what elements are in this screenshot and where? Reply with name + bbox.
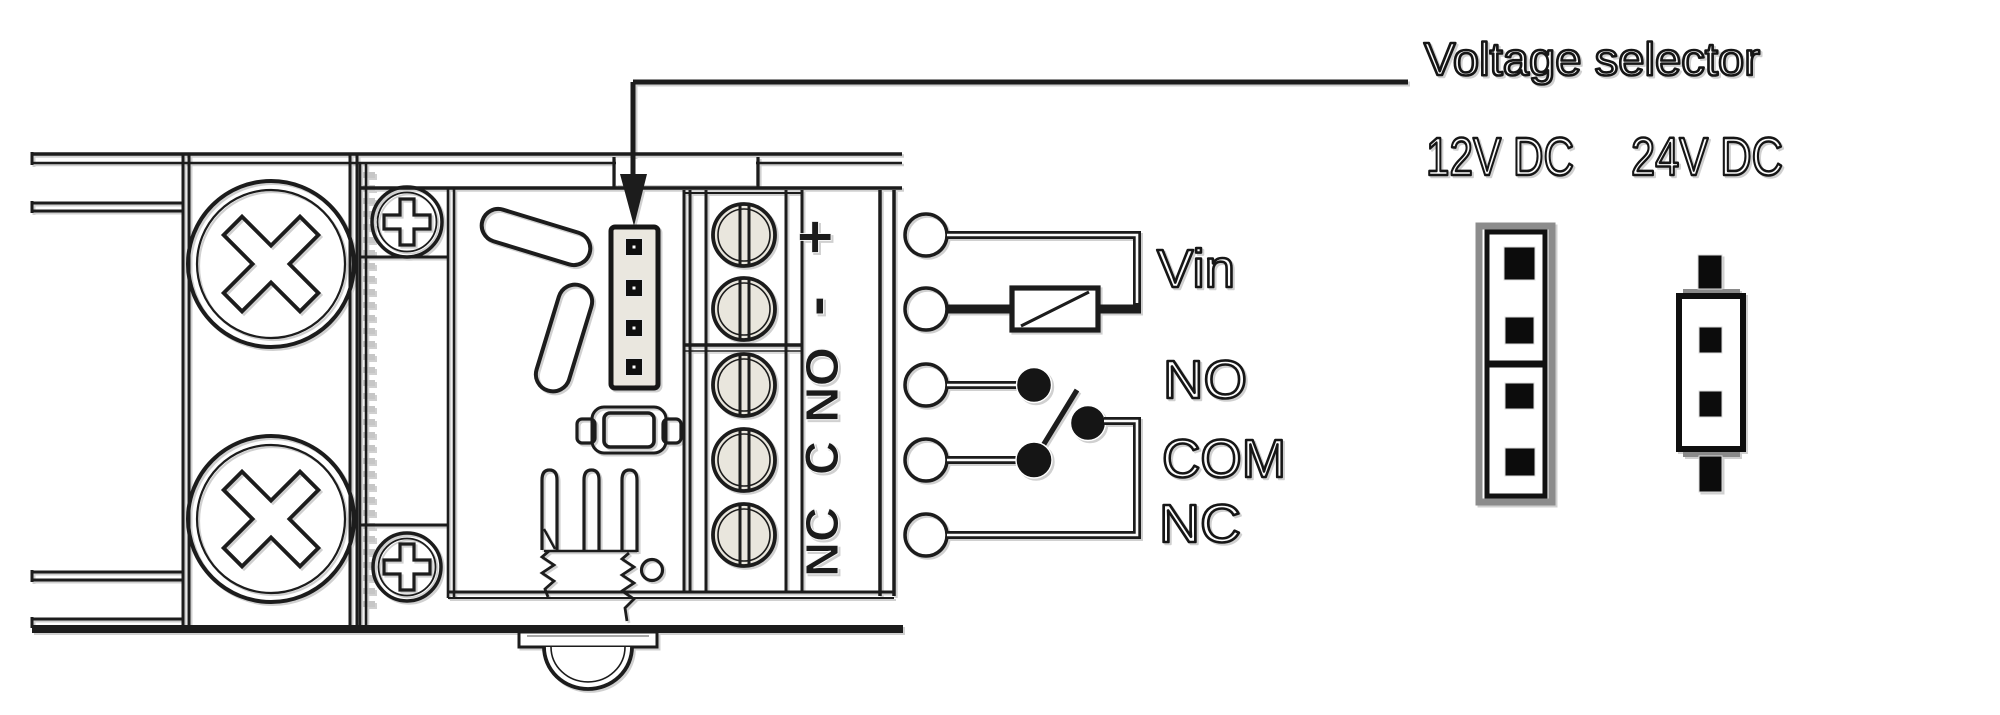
jumper-12v-pin-3: [1504, 382, 1535, 410]
jumper-option-12v: 12V DC: [1425, 126, 1575, 506]
din-rail: [30, 152, 903, 633]
terminal-screw-1: [711, 202, 777, 268]
jumper-24v-pin-3: [1698, 390, 1723, 418]
callout-leader-line: [630, 79, 1408, 176]
jumper-24v-pin-2: [1698, 326, 1723, 354]
jumper-12v-pin-4: [1504, 447, 1536, 477]
label-24v-dc: 24V DC: [1631, 127, 1783, 187]
terminal-screw-4: [711, 427, 777, 493]
screw-large-bottom-icon: [186, 434, 356, 604]
nc-label: NC: [1159, 494, 1241, 554]
label-12v-dc: 12V DC: [1426, 127, 1574, 187]
fuse-component: [575, 405, 683, 455]
heatsink-fork: [539, 468, 665, 622]
pcb-components: [479, 206, 683, 622]
terminal-block: + - NO C NC: [682, 190, 851, 592]
terminal-label-nc: NC: [796, 507, 848, 577]
terminal-screws: [711, 202, 777, 568]
mounting-panel: [181, 154, 359, 630]
relay-com-branch: [947, 388, 1107, 479]
wire-terminal-1: [903, 212, 949, 258]
wire-terminal-5: [903, 512, 949, 558]
terminal-screw-2: [711, 276, 777, 342]
terminal-screw-3: [711, 352, 777, 418]
terminal-label-c: C: [795, 441, 848, 475]
vin-label: Vin: [1157, 239, 1235, 299]
din-clip: [517, 630, 659, 691]
wire-terminal-3: [903, 362, 949, 408]
protection-box-icon: [1009, 285, 1101, 333]
jumper-24v-pin-1: [1697, 254, 1723, 290]
voltage-selector-label: Voltage selector: [1424, 33, 1760, 85]
screw-phillips-bottom-icon: [371, 531, 443, 603]
wire-terminal-4: [903, 437, 949, 483]
screw-phillips-top-icon: [370, 185, 444, 259]
nc-contact-dot: [1069, 404, 1107, 442]
no-contact-dot: [1015, 366, 1053, 404]
pcb-pill-2: [533, 282, 595, 394]
screw-large-top-icon: [186, 179, 356, 349]
terminal-label-minus: -: [781, 296, 850, 317]
wire-terminal-2: [903, 286, 949, 332]
terminal-label-no: NO: [796, 347, 848, 423]
jumper-12v-pin-1: [1503, 246, 1536, 281]
terminal-screw-5: [711, 502, 777, 568]
jumper-24v-cap: [1676, 293, 1746, 452]
jumper-12v-pin-2: [1504, 316, 1535, 345]
device-body: [358, 157, 902, 630]
wire-terminals: [903, 212, 949, 558]
terminal-labels: + - NO C NC: [781, 218, 851, 577]
pcb-pill-1: [479, 206, 593, 268]
com-contact-dot: [1015, 441, 1053, 479]
voltage-selector-header: [608, 224, 661, 391]
wiring-schematic: Vin NO COM NC: [947, 231, 1287, 555]
com-label: COM: [1162, 429, 1286, 489]
relay-no-branch: [947, 366, 1053, 404]
terminal-label-plus: +: [781, 219, 850, 255]
callout-arrow-icon: [620, 174, 647, 226]
nc-wire: [947, 417, 1141, 539]
voltage-selector-callout: Voltage selector: [620, 32, 1761, 226]
vin-wire: [947, 231, 1141, 314]
jumper-24v-pin-4: [1698, 455, 1723, 493]
jumper-option-24v: 24V DC: [1630, 126, 1784, 493]
no-label: NO: [1163, 350, 1247, 410]
